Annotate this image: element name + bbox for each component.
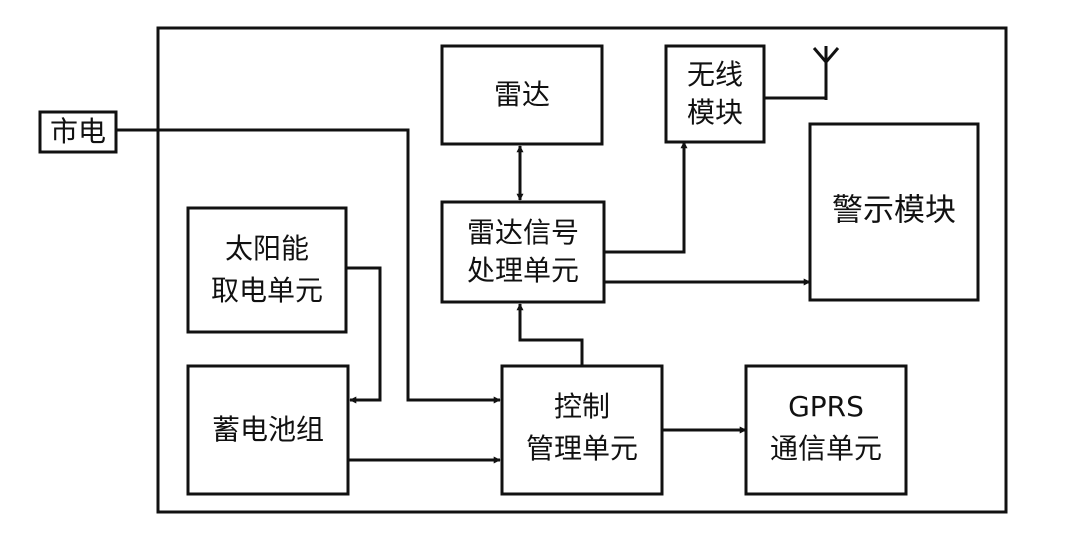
gprs-communication-unit-block: GPRS 通信单元 (744, 364, 908, 496)
system-enclosure (156, 26, 1008, 514)
mains-label: 市电 (50, 115, 106, 148)
antenna-icon (812, 46, 840, 100)
control-management-unit-block: 控制 管理单元 (500, 364, 664, 496)
wire-processing-to-wireless (604, 141, 688, 254)
battery-pack-label: 蓄电池组 (212, 413, 324, 446)
radar-processing-label-line1: 雷达信号 (467, 216, 579, 249)
radar-label: 雷达 (494, 78, 550, 111)
radar-signal-processing-block: 雷达信号 处理单元 (440, 200, 606, 304)
warning-module-block: 警示模块 (808, 122, 980, 302)
gprs-label-line1: GPRS (788, 390, 864, 423)
wire-mains-to-control (116, 128, 501, 404)
solar-label-line2: 取电单元 (211, 274, 323, 307)
wire-solar-to-battery (346, 266, 382, 404)
gprs-label-line2: 通信单元 (770, 432, 882, 465)
radar-block: 雷达 (440, 44, 604, 146)
wire-control-to-radar-processing (516, 303, 584, 366)
wireless-module-block: 无线 模块 (664, 44, 766, 144)
warning-module-label: 警示模块 (832, 193, 956, 229)
battery-pack-block: 蓄电池组 (186, 364, 350, 496)
radar-processing-label-line2: 处理单元 (467, 254, 579, 287)
wireless-label-line1: 无线 (687, 58, 743, 91)
control-label-line1: 控制 (554, 390, 610, 423)
mains-power-block: 市电 (38, 110, 118, 154)
solar-label-line1: 太阳能 (225, 232, 309, 265)
connections (116, 96, 826, 464)
control-label-line2: 管理单元 (526, 432, 638, 465)
wireless-label-line2: 模块 (687, 96, 743, 129)
solar-power-unit-block: 太阳能 取电单元 (186, 206, 348, 334)
